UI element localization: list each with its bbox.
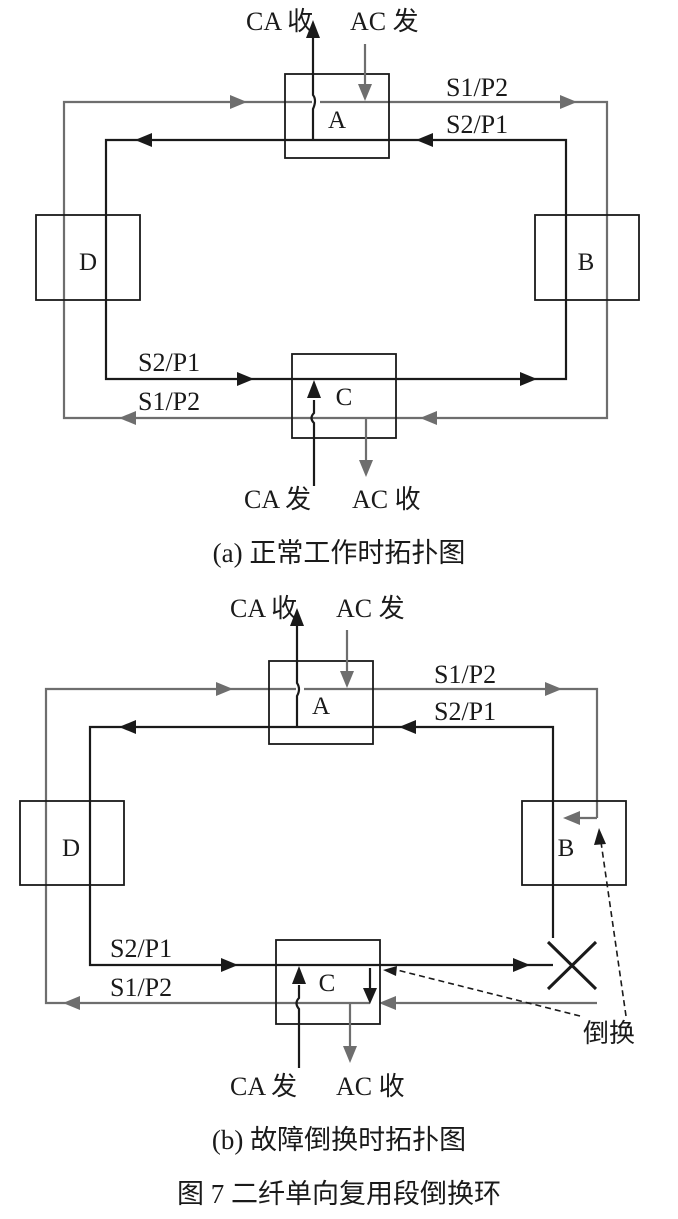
inner-ring-a: [104, 138, 568, 381]
panel-a: A D B C CA 收 AC 发 S1/P2 S2/P1 S2/P1 S1/P…: [35, 7, 640, 568]
s2p1-label-top-b: S2/P1: [434, 697, 496, 726]
top-right-label: AC 发: [350, 7, 419, 36]
loop-b-arrow: [563, 811, 580, 825]
panel-b: A D B C CA 收 AC 发 S1/: [19, 594, 635, 1155]
node-c-label-b: C: [319, 970, 336, 997]
outer-ring-a: [62, 100, 609, 420]
outer-arrow-b1: [216, 682, 233, 696]
bottom-right-label-b: AC 收: [336, 1072, 405, 1101]
add-ac-arrow-b: [340, 671, 354, 688]
s2p1-label-bottom-b: S2/P1: [110, 934, 172, 963]
node-d-label: D: [79, 249, 97, 276]
switch-pointer-b: [600, 841, 627, 1017]
outer-ring-b: [44, 687, 370, 1005]
drop-ac-arrow: [359, 460, 373, 477]
caption-a: (a) 正常工作时拓扑图: [213, 538, 466, 568]
outer-arrow-left-bottom: [119, 411, 136, 425]
switch-pointer-b-head: [594, 828, 606, 845]
node-b-label-b: B: [558, 835, 575, 862]
add-ca-arrow: [307, 380, 321, 398]
drop-ac-arrow-b: [343, 1046, 357, 1063]
inner-arrow-right-bottom2: [520, 372, 537, 386]
inner-arrow-b3: [221, 958, 238, 972]
caption-b: (b) 故障倒换时拓扑图: [212, 1125, 466, 1155]
node-a-box-b: [268, 660, 374, 745]
top-left-label-b: CA 收: [230, 594, 297, 623]
node-b-box: [534, 214, 640, 301]
fault-cross: [546, 940, 598, 991]
inner-arrow-b2: [399, 720, 416, 734]
node-d-label-b: D: [62, 835, 80, 862]
inner-arrow-b1: [119, 720, 136, 734]
node-a-label: A: [328, 107, 346, 134]
s2p1-label-top: S2/P1: [446, 110, 508, 139]
s1p2-label-top-b: S1/P2: [434, 660, 496, 689]
node-d-box: [35, 214, 141, 301]
node-a-box: [284, 73, 390, 159]
figure-caption: 图 7 二纤单向复用段倒换环: [177, 1179, 501, 1209]
outer-arrow-b2: [545, 682, 562, 696]
node-c-box-b: [275, 939, 381, 1025]
loop-c-arrow: [363, 988, 377, 1004]
outer-arrow-right-top: [230, 95, 247, 109]
outer-arrow-b3: [63, 996, 80, 1010]
s1p2-label-bottom-b: S1/P2: [110, 973, 172, 1002]
node-b-label: B: [578, 249, 595, 276]
switch-pointer-c: [396, 969, 581, 1017]
outer-ring-b-right: [304, 687, 599, 818]
s2p1-label-bottom: S2/P1: [138, 348, 200, 377]
node-c-label: C: [336, 384, 353, 411]
top-left-label: CA 收: [246, 7, 313, 36]
add-ac-arrow: [358, 84, 372, 101]
inner-arrow-left-top: [135, 133, 152, 147]
inner-arrow-left-top2: [416, 133, 433, 147]
node-b-box-b: [521, 800, 627, 886]
s1p2-label-top: S1/P2: [446, 73, 508, 102]
drop-ca-arrow-b: [290, 608, 304, 626]
bottom-left-label-b: CA 发: [230, 1072, 297, 1101]
inner-ring-b: [88, 725, 555, 967]
node-c-box: [291, 353, 397, 439]
bottom-right-label: AC 收: [352, 485, 421, 514]
node-a-label-b: A: [312, 693, 330, 720]
switch-label: 倒换: [583, 1019, 635, 1048]
node-d-box-b: [19, 800, 125, 886]
outer-arrow-left-bottom2: [420, 411, 437, 425]
inner-arrow-right-bottom: [237, 372, 254, 386]
bottom-left-label: CA 发: [244, 485, 311, 514]
drop-ca-a: [311, 36, 317, 140]
s1p2-label-bottom: S1/P2: [138, 387, 200, 416]
loop-c-in-arrow: [379, 996, 396, 1010]
add-ca-c: [310, 400, 316, 486]
top-right-label-b: AC 发: [336, 594, 405, 623]
outer-arrow-right-top2: [560, 95, 577, 109]
add-ca-c-b: [295, 985, 301, 1068]
inner-arrow-b4: [513, 958, 530, 972]
drop-ca-a-b: [295, 624, 301, 727]
add-ca-arrow-b: [292, 966, 306, 984]
switch-pointer-c-head: [383, 966, 397, 976]
drop-ca-arrow: [306, 20, 320, 38]
